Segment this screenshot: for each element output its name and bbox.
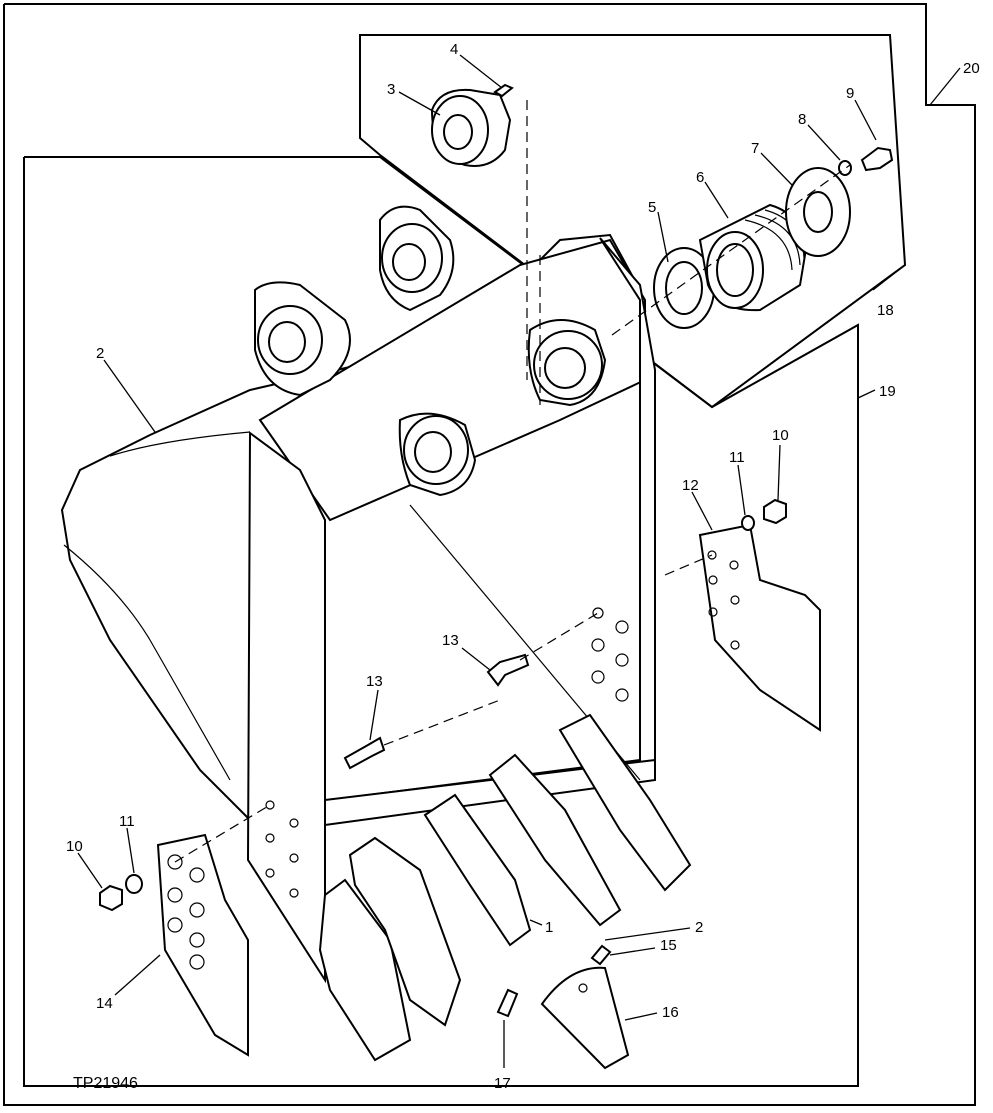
- callout-13a: 13: [442, 632, 459, 649]
- callout-11b: 11: [729, 449, 745, 466]
- retaining-plate: [785, 167, 851, 257]
- callout-3: 3: [387, 81, 395, 98]
- callout-8: 8: [798, 111, 806, 128]
- callout-19: 19: [879, 383, 896, 400]
- tooth-point: [540, 966, 630, 1070]
- lock-washer: [838, 160, 852, 176]
- roll-pin: [493, 83, 514, 98]
- callout-labels: 1 2 2 3 4 5 6 7 8 9 10 10 11 11 12 13 13…: [66, 41, 980, 1092]
- cap-screw: [860, 146, 894, 172]
- leader-lines: [77, 54, 961, 1068]
- callout-2b: 2: [695, 919, 703, 936]
- callout-6: 6: [696, 169, 704, 186]
- callout-15: 15: [660, 937, 677, 954]
- callout-11a: 11: [119, 813, 135, 830]
- callout-10b: 10: [772, 427, 789, 444]
- outer-frame: [3, 3, 976, 1106]
- bolt-lower: [343, 736, 386, 770]
- callout-13b: 13: [366, 673, 383, 690]
- bushing: [430, 88, 512, 167]
- callout-2a: 2: [96, 345, 104, 362]
- figure-id: TP21946: [73, 1075, 138, 1092]
- shim-plate: [653, 247, 715, 329]
- bucket-group-frame: [23, 156, 859, 1087]
- washer-right: [741, 515, 755, 531]
- callout-12: 12: [682, 477, 699, 494]
- callout-9: 9: [846, 85, 854, 102]
- tooth-pin-17: [496, 988, 519, 1018]
- side-plate-holes-left: [265, 800, 299, 898]
- side-cutter-right: [698, 523, 821, 732]
- side-plate-holes-right: [591, 607, 629, 702]
- callout-14: 14: [96, 995, 113, 1012]
- callout-16: 16: [662, 1004, 679, 1021]
- bucket-teeth: [318, 713, 692, 1062]
- callout-20: 20: [963, 60, 980, 77]
- washer-left: [125, 874, 143, 894]
- nut-right: [763, 498, 787, 525]
- mounting-lugs: [254, 205, 607, 497]
- tooth-pin-15: [590, 944, 612, 966]
- callout-5: 5: [648, 199, 656, 216]
- callout-7: 7: [751, 140, 759, 157]
- callout-18: 18: [877, 302, 894, 319]
- bolt-upper: [486, 653, 530, 687]
- callout-4: 4: [450, 41, 458, 58]
- callout-10a: 10: [66, 838, 83, 855]
- nut-left: [99, 884, 123, 912]
- coil-seal: [698, 203, 807, 312]
- callout-17: 17: [494, 1075, 511, 1092]
- bushing-kit-frame: [359, 34, 907, 409]
- callout-1: 1: [545, 919, 553, 936]
